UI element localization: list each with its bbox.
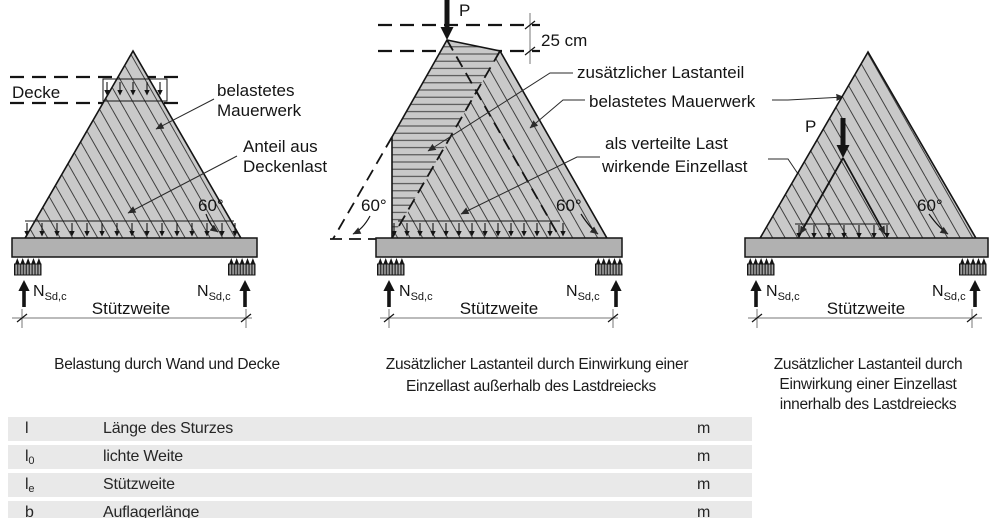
reaction-label-right: NSd,c [566, 283, 600, 303]
point-load-label: P [459, 1, 470, 20]
support-block-left [747, 257, 775, 276]
table-row: l Länge des Sturzes m [8, 417, 752, 441]
support-block-left [14, 257, 42, 276]
figure-caption: Belastung durch Wand und Decke [54, 356, 280, 373]
table-cell-label: Länge des Sturzes [103, 420, 234, 437]
table-row: le Stützweite m [8, 473, 752, 497]
distributed-load-label-line1: als verteilte Last [605, 134, 728, 153]
variable-definition-table: l Länge des Sturzes m l0 lichte Weite m … [8, 417, 752, 518]
figure-caption-line2: Einzellast außerhalb des Lastdreiecks [406, 378, 657, 395]
leader-slab-load-share [127, 155, 238, 214]
table-cell-symbol: b [25, 504, 34, 518]
loaded-masonry-label-line2: Mauerwerk [217, 101, 302, 120]
support-block-right [959, 257, 987, 276]
figure-caption-line3: innerhalb des Lastdreiecks [780, 396, 957, 413]
wall-triangle-hatch [757, 50, 979, 241]
point-load-label: P [805, 117, 816, 136]
angle-arc-arrow [205, 213, 219, 233]
reaction-arrow-right [237, 278, 253, 309]
spread-line-right [842, 157, 886, 235]
slab-load-share-label-line2: Deckenlast [243, 157, 327, 176]
table-cell-symbol: l0 [25, 448, 35, 467]
slab-label: Decke [12, 83, 60, 102]
table-row: b Auflagerlänge m [8, 501, 752, 518]
lintel-beam [375, 237, 623, 258]
lintel-beam [11, 237, 258, 258]
span-label: Stützweite [460, 299, 538, 318]
span-dimension: Stützweite [12, 299, 252, 328]
loaded-masonry-label: belastetes Mauerwerk [589, 92, 756, 111]
leader-loaded-masonry-right [772, 93, 845, 102]
figure-caption-line2: Einwirkung einer Einzellast [779, 376, 957, 393]
table-cell-unit: m [697, 476, 711, 493]
callout-labels: zusätzlicher Lastanteil belastetes Mauer… [427, 63, 845, 215]
lintel-beam [744, 237, 989, 258]
span-dimension: Stützweite [748, 299, 982, 328]
reaction-label-right: NSd,c [197, 283, 231, 303]
slab-load-share-label-line1: Anteil aus [243, 137, 318, 156]
figure-caption-line1: Zusätzlicher Lastanteil durch Einwirkung… [386, 356, 689, 373]
table-row: l0 lichte Weite m [8, 445, 752, 469]
support-block-right [595, 257, 623, 276]
support-block-right [228, 257, 256, 276]
load-distribution-figures: Decke belastetes Mauerwerk Anteil aus De… [10, 0, 989, 413]
slab-load-box [102, 78, 168, 102]
reaction-label-left: NSd,c [766, 283, 800, 303]
reaction-label-left: NSd,c [33, 283, 67, 303]
angle-arc-arrow-right [580, 213, 599, 235]
leader-distributed-load-left [460, 156, 600, 215]
reaction-arrow-right [608, 278, 624, 309]
table-cell-unit: m [697, 420, 711, 437]
reaction-arrow-left [16, 278, 32, 309]
reaction-arrow-right [967, 278, 983, 309]
loaded-masonry-label-line1: belastetes [217, 81, 295, 100]
figure-point-load-outside-triangle: P 25 cm 60° 60° NSd,c NSd,c [330, 0, 689, 395]
table-cell-label: Auflagerlänge [103, 504, 200, 518]
angle-label: 60° [917, 196, 943, 215]
dashed-hatch-boundary [391, 50, 501, 239]
offset-dimension-label: 25 cm [541, 31, 587, 50]
offset-dimension: 25 cm [524, 13, 587, 64]
leader-loaded-masonry-left [529, 99, 585, 129]
reaction-label-left: NSd,c [399, 283, 433, 303]
table-cell-label: lichte Weite [103, 448, 184, 465]
support-block-left [377, 257, 405, 276]
spread-line-left [799, 157, 844, 235]
angle-label-right: 60° [556, 196, 582, 215]
span-dimension: Stützweite [380, 299, 619, 328]
angle-arc-arrow-left [352, 215, 371, 235]
reaction-label-right: NSd,c [932, 283, 966, 303]
point-load-arrow [441, 0, 454, 40]
reaction-arrow-left [381, 278, 397, 309]
figure-point-load-inside-triangle: P 60° NSd,c NSd,c Stützweite Zusätzliche… [744, 50, 989, 413]
table-cell-symbol: l [25, 420, 29, 437]
angle-label-left: 60° [361, 196, 387, 215]
reaction-arrow-left [748, 278, 764, 309]
dashed-spread-left-extension [332, 136, 393, 240]
span-label: Stützweite [92, 299, 170, 318]
span-label: Stützweite [827, 299, 905, 318]
table-cell-unit: m [697, 448, 711, 465]
leader-loaded-masonry [155, 98, 215, 130]
table-cell-label: Stützweite [103, 476, 175, 493]
figure-wall-and-slab-load: Decke belastetes Mauerwerk Anteil aus De… [10, 49, 327, 373]
leader-additional-load [427, 72, 573, 152]
table-cell-symbol: le [25, 476, 35, 495]
table-cell-unit: m [697, 504, 711, 518]
angle-label: 60° [198, 196, 224, 215]
angle-arc-arrow [928, 213, 949, 235]
loaded-masonry-region [392, 51, 608, 240]
figure-caption-line1: Zusätzlicher Lastanteil durch [774, 356, 963, 373]
distributed-load-label-line2: wirkende Einzellast [601, 157, 748, 176]
additional-load-label: zusätzlicher Lastanteil [577, 63, 744, 82]
